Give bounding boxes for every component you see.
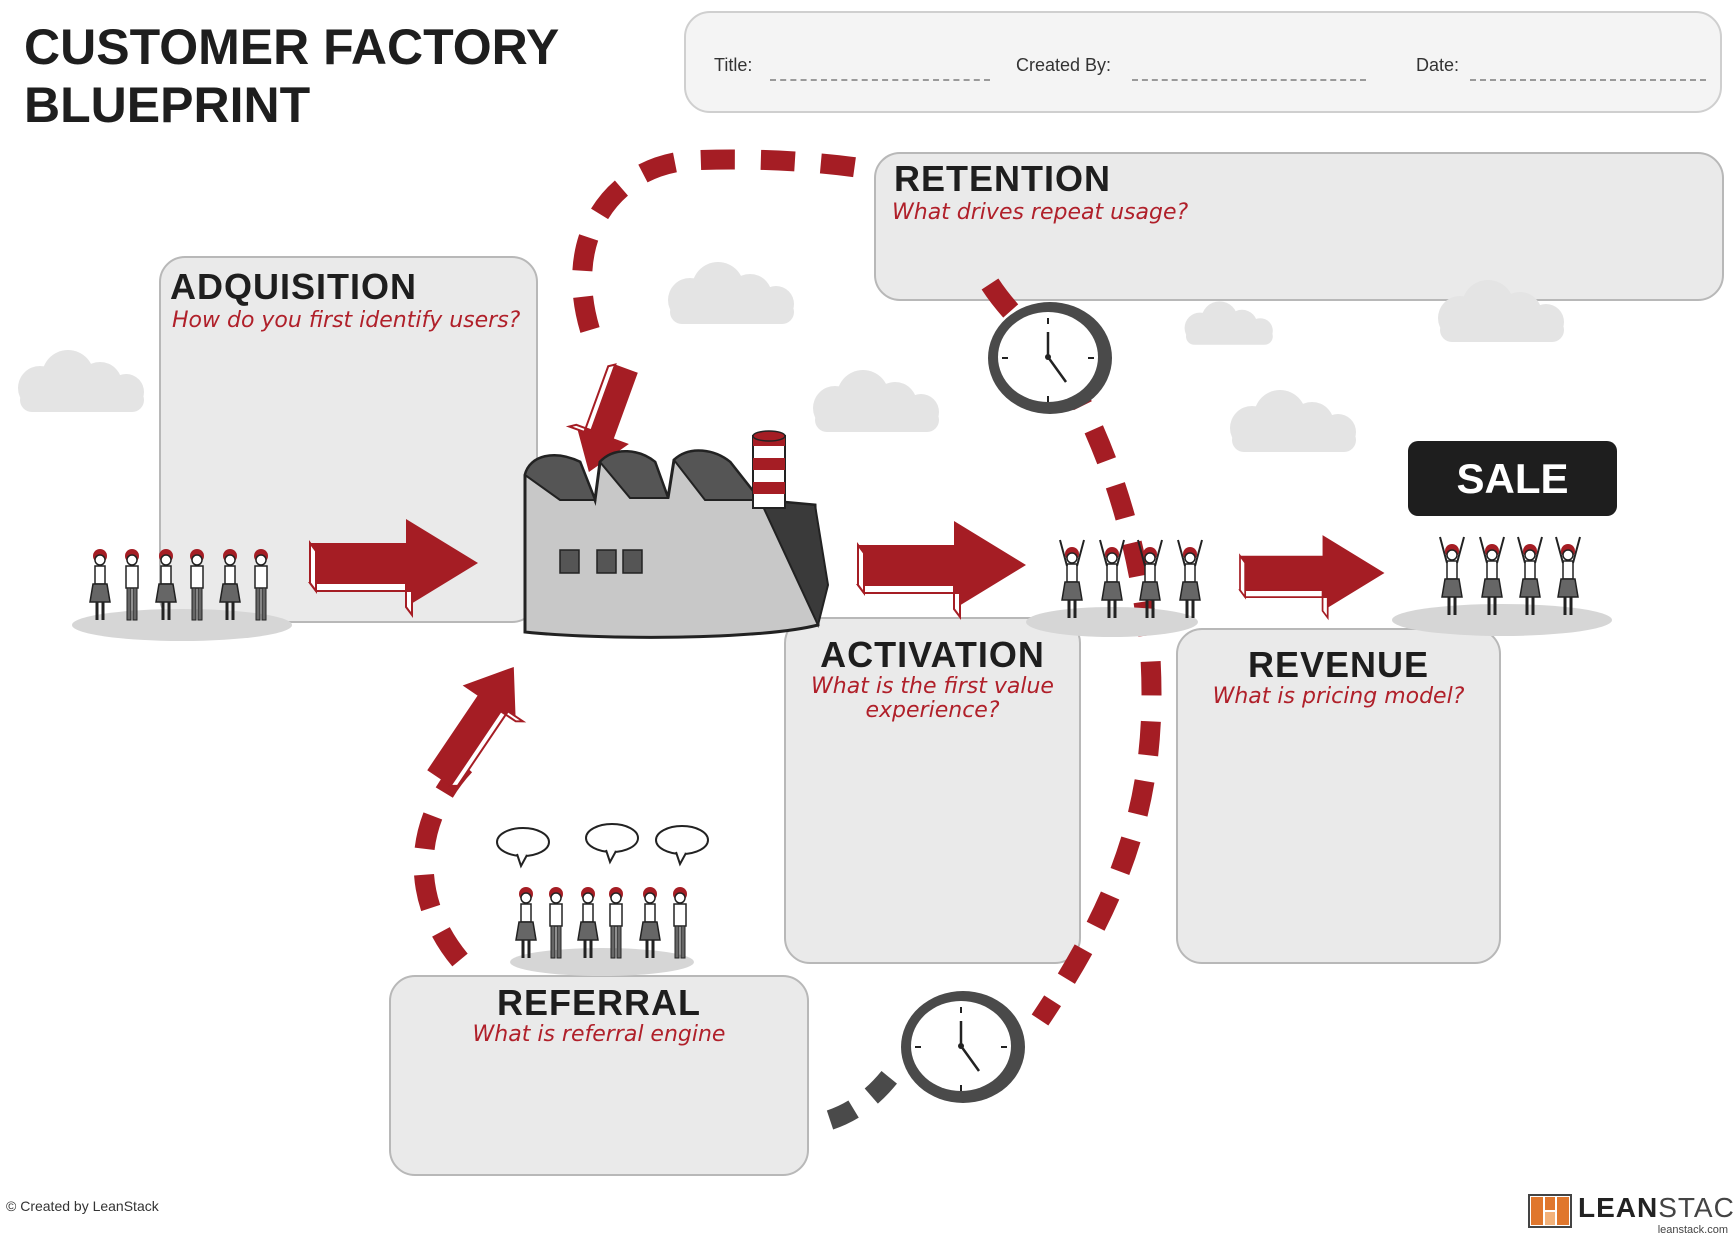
referral-question: What is referral engine <box>472 1022 726 1047</box>
title-label: Title: <box>714 55 753 75</box>
arrow-icon <box>565 363 638 472</box>
activation-question-line2: experience? <box>865 698 1000 723</box>
revenue-title: REVENUE <box>1247 644 1430 685</box>
title-field[interactable] <box>770 79 990 81</box>
acquisition-title: ADQUISITION <box>170 266 418 307</box>
page-title-line1: CUSTOMER FACTORY <box>24 19 560 75</box>
activation-title: ACTIVATION <box>820 634 1045 675</box>
leanstack-logo-icon <box>1528 1194 1572 1228</box>
arrow-icon <box>1239 534 1386 619</box>
logo-lean: LEAN <box>1578 1192 1659 1223</box>
arrow-icon <box>309 518 479 616</box>
clock-icon <box>899 989 1027 1105</box>
speech-bubble-icon <box>496 827 550 867</box>
dashed-loop-path <box>826 1063 903 1130</box>
logo-stack: STACK <box>1658 1192 1733 1223</box>
page-title-line2: BLUEPRINT <box>24 77 311 133</box>
speech-bubble-icon <box>585 823 639 863</box>
cloud-icon <box>18 350 144 412</box>
page-title: CUSTOMER FACTORY BLUEPRINT <box>24 18 559 134</box>
referral-panel[interactable] <box>389 975 809 1176</box>
people-icon <box>72 547 292 641</box>
retention-title: RETENTION <box>894 158 1112 199</box>
people-icon <box>496 823 709 976</box>
cloud-icon <box>1184 301 1273 345</box>
referral-title: REFERRAL <box>497 982 701 1023</box>
retention-question: What drives repeat usage? <box>892 200 1189 225</box>
arrow-icon <box>427 666 527 787</box>
cloud-icon <box>1230 390 1356 452</box>
dashed-loop-path <box>572 149 862 333</box>
sale-sign: SALE <box>1408 441 1617 516</box>
created-by-label: Created By: <box>1016 55 1112 75</box>
people-icon <box>1026 540 1202 637</box>
date-field[interactable] <box>1470 79 1706 81</box>
activation-panel[interactable] <box>784 617 1081 964</box>
credit-text: © Created by LeanStack <box>6 1198 159 1214</box>
factory-icon <box>523 430 830 639</box>
cloud-icon <box>1438 280 1564 342</box>
retention-panel[interactable] <box>874 152 1724 301</box>
people-icon <box>1392 537 1612 636</box>
acquisition-question: How do you first identify users? <box>172 308 521 333</box>
logo-wordmark: LEANSTACK <box>1578 1192 1733 1224</box>
header-box: Title: Created By: Date: <box>684 11 1722 113</box>
revenue-question: What is pricing model? <box>1212 684 1465 709</box>
created-by-field[interactable] <box>1132 79 1366 81</box>
dashed-loop-path <box>413 752 478 967</box>
arrow-icon <box>857 520 1027 618</box>
activation-question-line1: What is the first value <box>811 674 1054 699</box>
leanstack-logo[interactable]: LEANSTACK leanstack.com <box>1528 1192 1733 1236</box>
clock-icon <box>986 300 1114 416</box>
cloud-icon <box>813 370 939 432</box>
cloud-icon <box>668 262 794 324</box>
date-label: Date: <box>1416 55 1460 75</box>
speech-bubble-icon <box>655 825 709 865</box>
logo-url: leanstack.com <box>1657 1224 1728 1236</box>
revenue-panel[interactable] <box>1176 628 1501 964</box>
